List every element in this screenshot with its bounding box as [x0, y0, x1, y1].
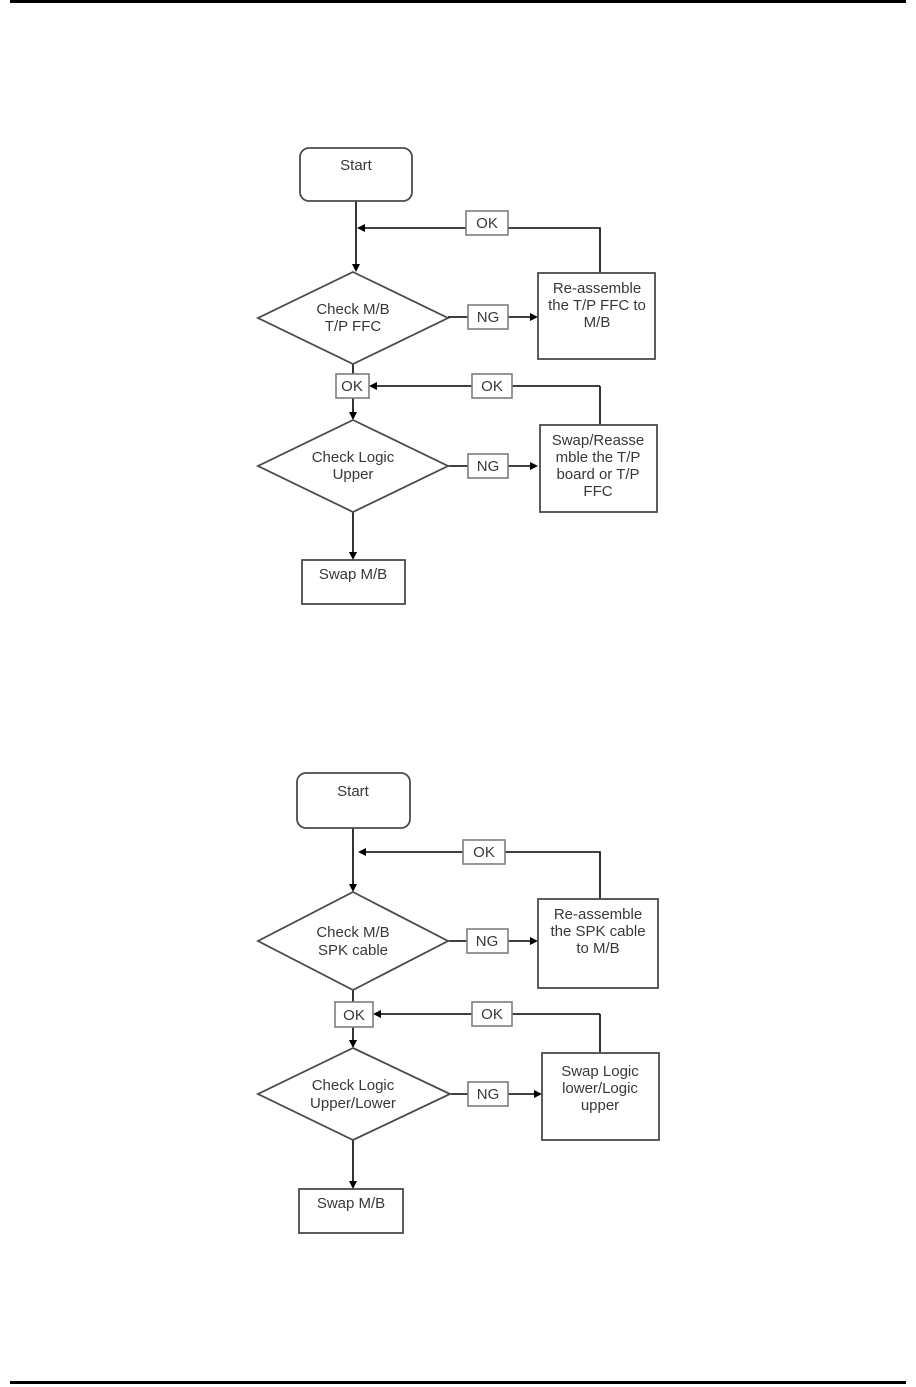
start-label: Start — [337, 783, 370, 800]
arrowhead-loopback2 — [369, 382, 377, 390]
arrowhead-action1 — [530, 313, 538, 321]
ng1-label: NG — [476, 933, 499, 950]
action2-label-line3: board or T/P — [556, 466, 639, 483]
action1-label-line3: to M/B — [576, 940, 619, 957]
start-label: Start — [340, 157, 373, 174]
ok-result-box — [335, 373, 370, 399]
ng1-label: NG — [477, 309, 500, 326]
ng2-box — [467, 453, 509, 479]
arrowhead-action2 — [530, 462, 538, 470]
arrowhead-loopback1 — [358, 848, 366, 856]
action2-label-line4: FFC — [583, 483, 612, 500]
action2-label-line1: Swap/Reasse — [552, 432, 645, 449]
ok-loop2-label: OK — [481, 1006, 503, 1023]
decision2-diamond — [255, 419, 451, 513]
decision1-label-line2: T/P FFC — [325, 318, 382, 335]
ok-loop2-label: OK — [481, 378, 503, 395]
decision1-diamond — [256, 890, 450, 992]
action1-box — [537, 272, 656, 360]
arrowhead-loopback2 — [373, 1010, 381, 1018]
arrowhead-decision2-top — [349, 412, 357, 420]
ok-loop2-box — [471, 1001, 513, 1027]
action1-label-line1: Re-assemble — [554, 906, 642, 923]
end-box — [298, 1188, 404, 1234]
arrowhead-end-top — [349, 1181, 357, 1189]
action1-label-line3: M/B — [584, 314, 611, 331]
decision1-label-line2: SPK cable — [318, 942, 388, 959]
ng1-box — [466, 928, 509, 954]
action2-box — [541, 1052, 660, 1141]
decision2-label-line1: Check Logic — [312, 449, 395, 466]
ng2-box — [467, 1081, 509, 1107]
ok-loop1-label: OK — [473, 844, 495, 861]
decision2-label-line2: Upper/Lower — [310, 1095, 396, 1112]
arrowhead-decision1-top — [349, 884, 357, 892]
arrowhead-decision1-top — [352, 264, 360, 272]
end-box — [301, 559, 406, 605]
action1-label-line2: the SPK cable — [550, 923, 645, 940]
ok-loop1-box — [465, 210, 509, 236]
end-label: Swap M/B — [319, 566, 387, 583]
ok-loop1-label: OK — [476, 215, 498, 232]
start-node — [296, 772, 411, 829]
decision2-diamond — [255, 1047, 453, 1141]
end-label: Swap M/B — [317, 1195, 385, 1212]
action2-label-line1: Swap Logic — [561, 1063, 639, 1080]
decision1-label-line1: Check M/B — [316, 924, 389, 941]
action1-box — [537, 898, 659, 989]
flowchart-speaker: OK OK Start Check M/B SPK cable — [255, 772, 660, 1234]
ok-loop1-box — [462, 839, 506, 865]
decision2-label-line1: Check Logic — [312, 1077, 395, 1094]
ng2-label: NG — [477, 458, 500, 475]
decision1-diamond — [255, 271, 451, 365]
ok-loop2-box — [471, 373, 513, 399]
action2-label-line3: upper — [581, 1097, 619, 1114]
ok-result-label: OK — [343, 1007, 365, 1024]
arrowhead-decision2-top — [349, 1040, 357, 1048]
page-rule-top — [10, 0, 906, 3]
start-node — [299, 147, 413, 202]
edge-action1-loopback — [366, 851, 601, 899]
decision1-label-line1: Check M/B — [316, 301, 389, 318]
ok-result-label: OK — [341, 378, 363, 395]
ok-result-box — [334, 1001, 374, 1028]
action1-label-line2: the T/P FFC to — [548, 297, 646, 314]
ng1-box — [467, 304, 509, 330]
arrowhead-action2 — [534, 1090, 542, 1098]
action2-label-line2: mble the T/P — [556, 449, 641, 466]
edge-action1-loopback — [364, 227, 601, 273]
flowchart-touchpad: OK OK Start Check M/B T/P FFC — [255, 147, 658, 605]
action1-label-line1: Re-assemble — [553, 280, 641, 297]
page-rule-bottom — [10, 1381, 906, 1384]
action2-box — [539, 424, 658, 513]
ng2-label: NG — [477, 1086, 500, 1103]
arrowhead-action1 — [530, 937, 538, 945]
arrowhead-end-top — [349, 552, 357, 560]
action2-label-line2: lower/Logic — [562, 1080, 638, 1097]
arrowhead-loopback1 — [357, 224, 365, 232]
decision2-label-line2: Upper — [333, 466, 374, 483]
